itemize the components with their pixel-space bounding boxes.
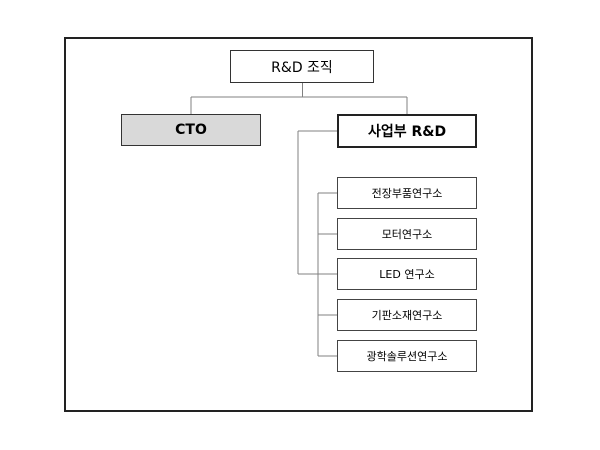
division-rnd-node: 사업부 R&D	[337, 114, 477, 148]
root-node-rnd-org: R&D 조직	[230, 50, 374, 83]
lab-node-motor: 모터연구소	[337, 218, 477, 250]
lab-node-electronic-parts: 전장부품연구소	[337, 177, 477, 209]
lab-node-optical-solutions: 광학솔루션연구소	[337, 340, 477, 372]
cto-node: CTO	[121, 114, 261, 146]
diagram-frame	[64, 37, 533, 412]
lab-node-substrate-materials: 기판소재연구소	[337, 299, 477, 331]
lab-node-led: LED 연구소	[337, 258, 477, 290]
